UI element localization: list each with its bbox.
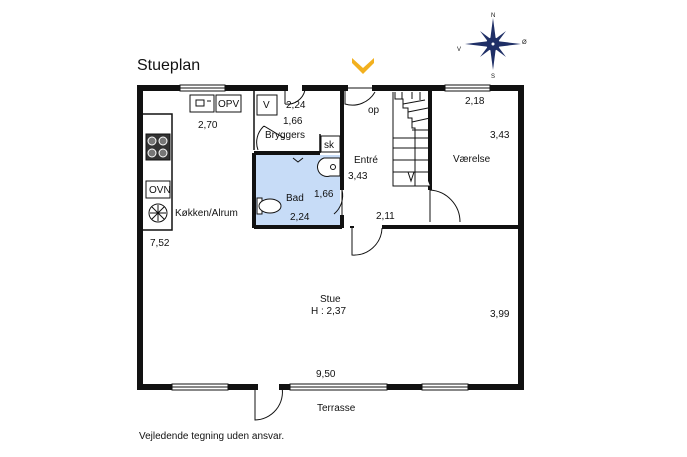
windows bbox=[171, 84, 491, 391]
dim-bad-width: 2,24 bbox=[290, 212, 310, 223]
dishwasher-box bbox=[215, 94, 242, 113]
toilet-icon bbox=[258, 198, 282, 214]
dim-bad-depth: 1,66 bbox=[314, 189, 334, 200]
interior-walls bbox=[252, 88, 521, 229]
cabinet-box bbox=[320, 135, 341, 153]
oven-box bbox=[145, 180, 171, 199]
staircase bbox=[392, 92, 431, 187]
dim-koekken-depth: 7,52 bbox=[150, 238, 170, 249]
dim-stue-depth: 3,99 bbox=[490, 309, 510, 320]
compass-s-label: S bbox=[491, 74, 495, 80]
stair-op-label: op bbox=[368, 105, 380, 116]
ovn-label: OVN bbox=[149, 185, 171, 196]
compass-rose-icon bbox=[465, 18, 521, 70]
cabinet-sk-label: sk bbox=[324, 140, 335, 151]
washer-v-label: V bbox=[263, 100, 270, 111]
disclaimer-note: Vejledende tegning uden ansvar. bbox=[139, 431, 284, 442]
room-vaerelse-label: Værelse bbox=[453, 154, 491, 165]
dim-entre-width: 2,11 bbox=[376, 211, 395, 222]
compass-v-label: V bbox=[457, 47, 461, 53]
entrance-marker bbox=[352, 58, 374, 74]
room-stue-height: H : 2,37 bbox=[311, 306, 346, 317]
compass-o-label: Ø bbox=[522, 40, 527, 46]
outer-walls bbox=[137, 85, 524, 390]
room-bryggers-label: Bryggers bbox=[265, 130, 305, 141]
room-bad-label: Bad bbox=[286, 193, 304, 204]
washer-box bbox=[256, 94, 278, 116]
bath-fixtures bbox=[256, 157, 341, 215]
room-entre-label: Entré bbox=[354, 155, 378, 166]
plan-title: Stueplan bbox=[137, 57, 200, 74]
dim-vaerelse-depth: 3,43 bbox=[490, 130, 510, 141]
bath-sink-icon bbox=[317, 157, 341, 177]
thin-walls bbox=[140, 90, 321, 231]
dim-bryggers-depth: 1,66 bbox=[283, 116, 303, 127]
room-terrasse-label: Terrasse bbox=[317, 403, 356, 414]
opv-label: OPV bbox=[218, 99, 239, 110]
dim-koekken-width: 2,70 bbox=[198, 120, 218, 131]
dim-bryggers-width: 2,24 bbox=[286, 100, 306, 111]
compass-n-label: N bbox=[491, 13, 495, 19]
doors bbox=[254, 87, 461, 421]
bryggers-fixtures bbox=[256, 94, 341, 153]
dim-total-width: 9,50 bbox=[316, 369, 336, 380]
kitchen-fixtures bbox=[145, 94, 242, 223]
dim-vaerelse-width: 2,18 bbox=[465, 96, 485, 107]
dim-entre-depth: 3,43 bbox=[348, 171, 368, 182]
room-koekken-label: Køkken/Alrum bbox=[175, 208, 238, 219]
room-stue-label: Stue bbox=[320, 294, 341, 305]
